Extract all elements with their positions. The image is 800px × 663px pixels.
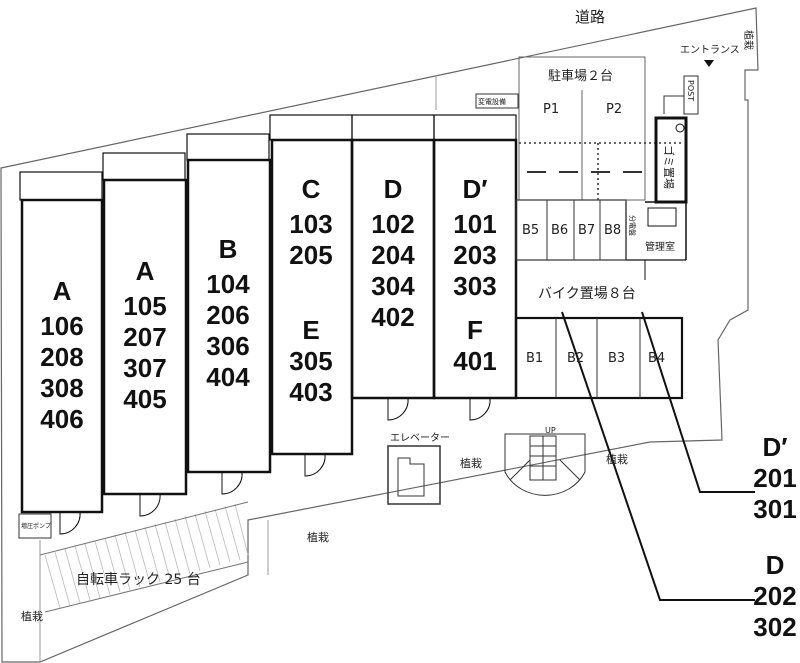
office-label: 管理室 [645,240,675,253]
block-3-type: B [219,234,238,264]
block-1-unit-2: 208 [40,342,83,372]
bike-space-b6: B6 [551,223,568,238]
callout-2-unit-2: 302 [753,612,796,642]
block-4-unit-3: 305 [289,346,332,376]
block-1-type: A [53,276,72,306]
bike-space-b5: B5 [522,223,539,238]
planting-label-topright: 植栽 [742,30,755,50]
callout-1-unit-1: 201 [753,463,796,493]
site-boundary [0,7,759,663]
callout-1-unit-2: 301 [753,494,796,524]
block-3-unit-3: 306 [206,331,249,361]
electrical-equipment-label: 変電設備 [478,97,506,106]
parking-title: 駐車場２台 [548,69,613,84]
post-label: POST [686,80,695,101]
block-2-unit-4: 405 [123,384,166,414]
garbage-label: ゴミ置場 [662,145,676,189]
block-4-unit-2: 205 [289,240,332,270]
block-2-unit-3: 307 [123,353,166,383]
block-6-unit-2: 203 [453,240,496,270]
doors [59,397,491,535]
elevator-label: エレベーター [390,432,450,444]
parking-space-p2: P2 [606,102,622,117]
parking-space-p1: P1 [543,102,559,117]
block-5-unit-2: 204 [371,240,415,270]
bike-parking-title: バイク置場８台 [538,286,636,302]
callout-leader-lines [561,311,755,601]
block-3-unit-2: 206 [206,300,249,330]
block-4-type: C [302,174,321,204]
block-3-unit-1: 104 [206,269,250,299]
planting-label-center: 植栽 [460,456,482,470]
block-1-unit-3: 308 [40,373,83,403]
block-2-unit-1: 105 [123,291,166,321]
block-5-unit-1: 102 [371,209,414,239]
pump-label: 増圧ポンプ [21,522,51,530]
bike-parking-area [515,199,627,261]
callout-1-type: D′ [762,432,787,462]
block-6-type-2: F [467,315,483,345]
stairs-up-label: UP [545,426,556,435]
bike-space-b3: B3 [608,351,625,366]
entrance-label: エントランス [680,44,740,56]
block-6-unit-3: 303 [453,271,496,301]
planting-label-right: 植栽 [606,452,628,466]
block-6-type: D′ [462,174,487,204]
distribution-panel-label: 分電盤 [628,215,637,236]
service-walls [625,116,688,280]
bike-space-b1: B1 [526,351,543,366]
callout-2-unit-1: 202 [753,581,796,611]
block-4-unit-4: 403 [289,377,332,407]
unit-blocks-outline [19,114,518,514]
block-3-unit-4: 404 [206,362,250,392]
bicycle-rack-hatching [44,503,249,609]
block-6-unit-1: 101 [453,209,496,239]
block-5-unit-3: 304 [371,271,415,301]
bike-space-b4: B4 [648,351,665,366]
road-label: 道路 [575,8,605,26]
bike-space-b7: B7 [578,223,595,238]
bike-space-b2: B2 [567,351,584,366]
staircase [504,433,586,496]
block-2-unit-2: 207 [123,322,166,352]
callout-2-type: D [766,550,785,580]
block-4-unit-1: 103 [289,209,332,239]
entrance-marker [704,60,714,67]
block-5-unit-4: 402 [371,302,414,332]
bike-space-b8: B8 [604,223,621,238]
block-1-unit-4: 406 [40,404,83,434]
block-6-unit-4: 401 [453,346,496,376]
elevator-shaft [387,445,441,505]
block-5-type: D [384,174,403,204]
planting-label-lower: 植栽 [307,530,329,544]
bicycle-rack-label: 自転車ラック 25 台 [76,571,201,588]
block-1-unit-1: 106 [40,311,83,341]
pump-box [18,513,52,539]
planting-label-bottomleft: 植栽 [21,609,43,623]
block-2-type: A [136,256,155,286]
block-4-type-2: E [302,315,319,345]
